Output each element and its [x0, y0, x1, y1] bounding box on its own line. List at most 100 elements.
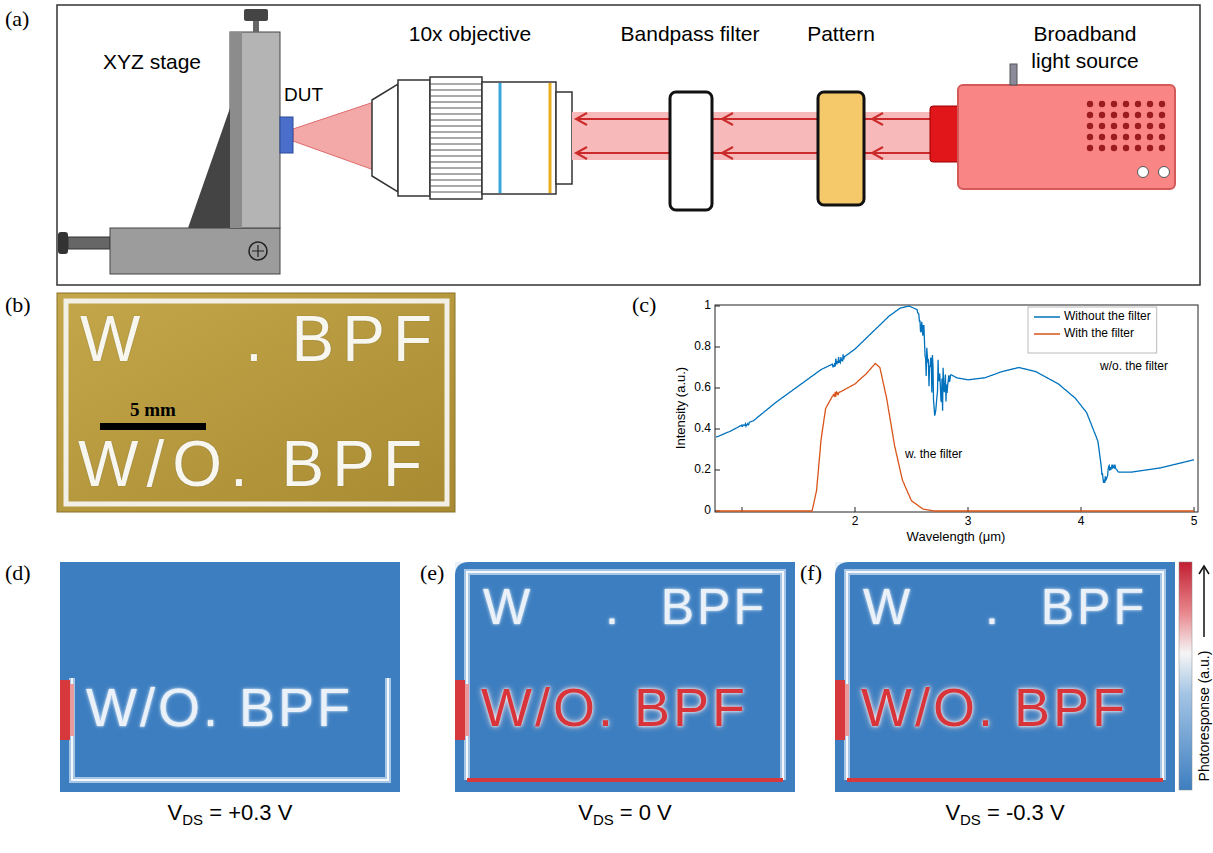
vent-hole: [1135, 134, 1141, 140]
objective-body: [398, 80, 430, 196]
plot-axes: [715, 305, 1198, 512]
arrow-head: [722, 113, 733, 125]
axis-title: Intensity (a.u.): [674, 367, 689, 449]
axis-title: Wavelength (μm): [907, 530, 1006, 545]
tick-label: 1: [704, 299, 711, 313]
vent-hole: [1147, 112, 1153, 118]
hot-spot-edge: [465, 684, 469, 736]
vent-hole: [1147, 123, 1153, 129]
hot-spot: [455, 680, 465, 740]
tick-label: 0.8: [694, 340, 711, 354]
pattern-letter: BPF: [661, 582, 767, 632]
source-button: [1138, 167, 1149, 178]
photoresponse-map: [455, 562, 795, 792]
vent-hole: [1099, 123, 1105, 129]
stage-screw-head: [249, 242, 267, 260]
subscript: DS: [960, 811, 981, 828]
vent-hole: [1159, 134, 1165, 140]
knurl-line: [430, 144, 482, 145]
pattern-letter: .: [985, 582, 999, 632]
vent-hole: [1087, 112, 1093, 118]
knurl-line: [430, 132, 482, 133]
spectrum-with-filter: [716, 363, 1194, 511]
objective-body: [482, 82, 556, 194]
vent-hole: [1099, 134, 1105, 140]
knurl-line: [430, 90, 482, 91]
pattern-letter: .: [605, 582, 619, 632]
map-frame-hot: [467, 778, 783, 782]
vent-hole: [1159, 145, 1165, 151]
vent-hole: [1123, 112, 1129, 118]
tick-label: 3: [965, 515, 972, 529]
pattern-mask: [818, 92, 864, 205]
map-corner: [455, 562, 469, 576]
bias-label: VDS = 0 V: [578, 800, 672, 829]
knurl-line: [430, 180, 482, 181]
colorbar-arrow: [1203, 568, 1205, 637]
objective-ring: [499, 83, 502, 193]
colorbar-label: Photoresponse (a.u.): [1196, 651, 1212, 782]
vent-hole: [1135, 123, 1141, 129]
light-beam: [572, 112, 932, 160]
knurl-line: [430, 156, 482, 157]
colorbar: [1179, 562, 1192, 790]
map-frame: [467, 572, 783, 780]
map-frame: [72, 779, 388, 781]
stage-base: [110, 228, 280, 274]
vent-hole: [1123, 145, 1129, 151]
pattern-text: W/O. BPF: [481, 680, 748, 734]
bias-label: VDS = -0.3 V: [945, 800, 1064, 829]
panel-label: (e): [420, 560, 444, 585]
tick-label: 0.4: [694, 422, 711, 436]
tick-label: 0: [704, 504, 711, 518]
photoresponse-map: [60, 562, 400, 792]
knurl-line: [430, 174, 482, 175]
map-frame-glow: [467, 572, 783, 780]
vent-hole: [1111, 123, 1117, 129]
arrow-head: [576, 147, 587, 159]
source-pin: [1010, 64, 1017, 85]
vent-hole: [1123, 123, 1129, 129]
knurl-line: [430, 150, 482, 151]
source-housing: [958, 85, 1175, 189]
panel-frame: [57, 5, 1200, 285]
pattern-letter: BPF: [1041, 582, 1147, 632]
bandpass-filter: [670, 92, 712, 210]
subscript: DS: [593, 811, 614, 828]
arrow-head: [1199, 566, 1209, 574]
tick-label: 0.2: [694, 463, 711, 477]
hot-spot-edge: [845, 684, 849, 736]
part-label: DUT: [284, 84, 323, 106]
pattern-letter: BPF: [292, 307, 440, 371]
vent-hole: [1111, 101, 1117, 107]
panel-label: (a): [5, 6, 29, 31]
knurl-line: [430, 84, 482, 85]
knurl-line: [430, 108, 482, 109]
pattern-frame: [66, 301, 447, 504]
panel-label: (c): [632, 292, 656, 317]
vent-hole: [1159, 101, 1165, 107]
knurl-line: [430, 192, 482, 193]
arrow-head: [872, 147, 883, 159]
tick-label: 4: [1078, 515, 1085, 529]
source-button: [1159, 167, 1170, 178]
vent-hole: [1087, 123, 1093, 129]
pattern-photo: [57, 293, 455, 512]
legend-text: Without the filter: [1064, 310, 1151, 324]
stage-knob: [58, 232, 68, 254]
part-label: XYZ stage: [103, 50, 201, 74]
vent-hole: [1135, 112, 1141, 118]
stage-rod: [253, 20, 259, 32]
hot-spot: [60, 680, 70, 740]
hot-spot-edge: [70, 684, 74, 736]
map-frame-glow: [72, 678, 388, 780]
pattern-letter: W: [80, 307, 140, 371]
vent-hole: [1147, 145, 1153, 151]
scale-label: 5 mm: [130, 399, 176, 421]
arrow-head: [576, 113, 587, 125]
vent-hole: [1159, 112, 1165, 118]
subscript: DS: [182, 811, 203, 828]
focused-beam: [293, 102, 374, 170]
map-corner: [835, 562, 849, 576]
